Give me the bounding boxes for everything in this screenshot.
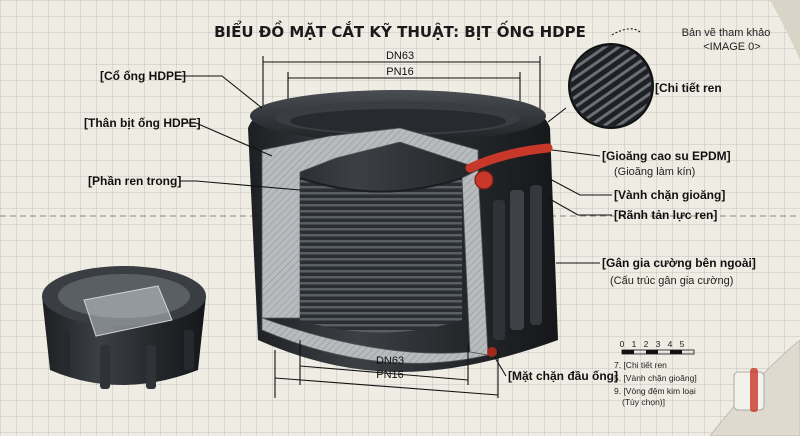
legend: 7. [Chi tiết ren 5. [Vành chặn gioăng] 9…: [614, 360, 697, 407]
scale-tick-label: 3: [656, 339, 661, 349]
label-relief-groove: [Rãnh tản lực ren]: [614, 208, 717, 222]
legend-item: 9. [Vòng đệm kim loại: [614, 386, 696, 396]
label-neck: [Cổ ống HDPE]: [100, 69, 186, 83]
leader-thread-detail: [547, 107, 567, 123]
top-dimensions: DN63 PN16: [262, 50, 541, 120]
legend-item: 5. [Vành chặn gioăng]: [614, 373, 697, 383]
scale-tick-label: 4: [668, 339, 673, 349]
leader-inner-thread: [180, 180, 301, 191]
scale-segment: [646, 350, 658, 354]
label-gasket-stop: [Vành chặn gioăng]: [614, 188, 725, 202]
page-curl-bottom: [709, 339, 800, 436]
page-curl-top: [770, 0, 800, 60]
scale-segment: [670, 350, 682, 354]
epdm-gasket-ring: [465, 143, 553, 173]
scale-tick-label: 5: [680, 339, 685, 349]
label-thread-detail: [Chi tiết ren: [655, 81, 722, 95]
hatched-section-wall: [261, 127, 479, 319]
thread-detail-fill: [571, 46, 651, 126]
label-body: [Thân bịt ống HDPE]: [84, 116, 201, 130]
gasket-section: [474, 170, 494, 190]
left-labels: [Cổ ống HDPE] [Thân bịt ống HDPE] [Phần …: [84, 69, 301, 191]
reference-line-2: <IMAGE 0>: [703, 41, 760, 53]
dim-top-outer: DN63: [386, 50, 414, 62]
diagram-title: BIỂU ĐỒ MẶT CẮT KỸ THUẬT: BỊT ỐNG HDPE: [214, 19, 586, 41]
main-cap-cutaway: [248, 90, 558, 372]
label-outer-rib: [Gân gia cường bên ngoài]: [602, 256, 756, 270]
scale-bar: 0 1 2 3 4 5: [620, 339, 695, 355]
reference-note: Bản vẽ tham khảo <IMAGE 0>: [609, 0, 800, 60]
small-cap-rib: [60, 330, 70, 374]
small-cap-rib: [100, 345, 110, 389]
leader-body: [182, 122, 273, 157]
dim-bottom-inner: PN16: [376, 369, 404, 381]
end-stop-marker: [487, 347, 497, 357]
label-gasket: [Gioăng cao su EPDM]: [602, 149, 731, 163]
reference-line-1: Bản vẽ tham khảo: [682, 27, 771, 39]
dim-bottom-outer: DN63: [376, 355, 404, 367]
outer-rib: [510, 190, 524, 330]
leader-relief-groove: [547, 197, 612, 216]
inner-thread-bore: [300, 178, 462, 333]
small-cap-recess: [58, 274, 190, 318]
thread-detail-magnifier: [568, 43, 654, 129]
bore-top-edge: [299, 177, 463, 193]
leader-neck: [180, 75, 263, 109]
legend-item: 7. [Chi tiết ren: [614, 360, 667, 370]
cap-top-inner: [290, 109, 506, 133]
leader-end-stop: [493, 355, 507, 377]
scale-tick-label: 2: [644, 339, 649, 349]
thumbnail-cap: [733, 371, 765, 411]
small-cap-view: [42, 266, 206, 389]
reference-leader: [609, 28, 641, 37]
right-labels: [Chi tiết ren [Gioăng cao su EPDM] (Gioă…: [493, 81, 756, 383]
legend-item: (Tùy chọn)]: [622, 397, 665, 407]
thumbnail-gasket: [750, 368, 758, 412]
bottom-dimensions: DN63 PN16: [274, 340, 499, 398]
outer-rib: [530, 185, 542, 325]
dim-line-pn16-bottom: [274, 377, 499, 396]
label-outer-rib-sub: (Cấu trúc gân gia cường): [610, 275, 733, 287]
dim-line-dn63-bottom: [299, 365, 469, 381]
label-end-stop: [Mặt chặn đầu ống]: [508, 369, 618, 383]
leader-gasket: [551, 149, 601, 157]
small-cap-rib: [184, 330, 194, 370]
small-cap-rib: [146, 345, 156, 389]
label-gasket-sub: (Gioăng làm kín): [614, 166, 695, 178]
outer-rib: [493, 200, 505, 340]
label-inner-thread: [Phần ren trong]: [88, 174, 181, 188]
hatched-section-bottom: [261, 317, 489, 364]
scale-tick-label: 1: [632, 339, 637, 349]
leader-gasket-stop: [547, 177, 612, 196]
scale-tick-label: 0: [620, 339, 625, 349]
small-cap-transparent-insert: [83, 285, 173, 337]
scale-segment: [622, 350, 634, 354]
dim-top-inner: PN16: [386, 66, 414, 78]
